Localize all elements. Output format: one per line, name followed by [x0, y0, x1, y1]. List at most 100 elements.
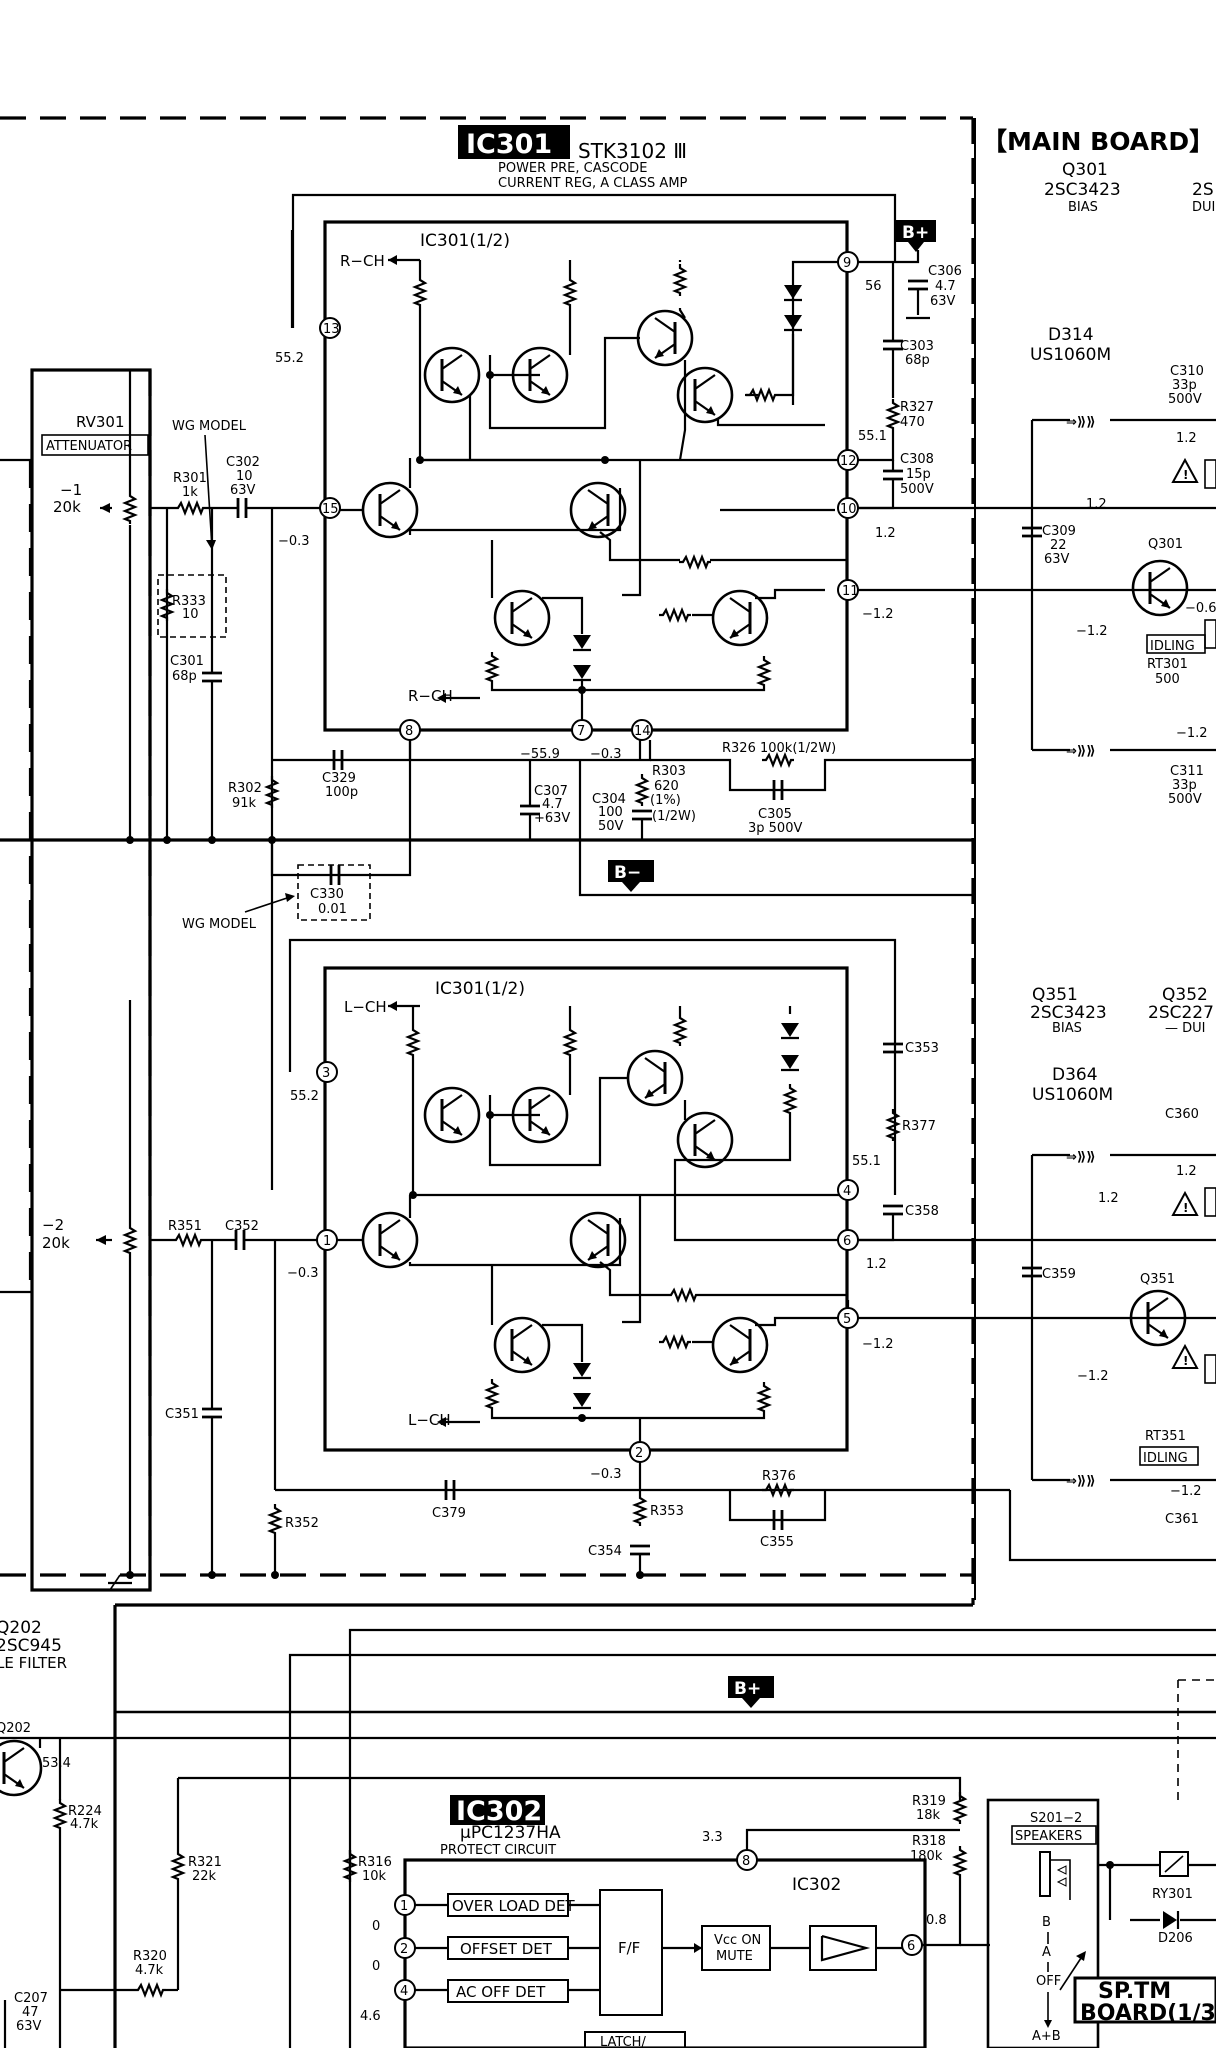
- r-ch-label-top: R−CH: [340, 252, 385, 270]
- svg-text:C329: C329: [322, 771, 356, 786]
- svg-text:C304: C304: [592, 792, 626, 807]
- svg-text:R353: R353: [650, 1504, 684, 1519]
- svg-text:20k: 20k: [53, 498, 81, 516]
- ic301-desc1: POWER PRE, CASCODE: [498, 161, 647, 176]
- svg-text:−1.2: −1.2: [1077, 1369, 1109, 1384]
- pin-6: 6: [843, 1234, 851, 1249]
- svg-text:D206: D206: [1158, 1931, 1193, 1946]
- right-top-components: C306 4.7 63V C303 68p R327 470 C308 15p …: [858, 250, 1216, 807]
- v-pin15: −0.3: [278, 534, 310, 549]
- pin-12: 12: [840, 454, 857, 469]
- svg-text:⇒⟫⟫: ⇒⟫⟫: [1066, 1474, 1096, 1489]
- svg-text:R318: R318: [912, 1834, 946, 1849]
- svg-text:MUTE: MUTE: [716, 1949, 753, 1964]
- svg-text:C308: C308: [900, 452, 934, 467]
- svg-text:C207: C207: [14, 1991, 48, 2006]
- svg-text:R333: R333: [172, 594, 206, 609]
- pin-3: 3: [322, 1066, 330, 1081]
- svg-text:2SC945: 2SC945: [0, 1636, 62, 1656]
- svg-text:⇒⟫⟫: ⇒⟫⟫: [1066, 415, 1096, 430]
- svg-text:47: 47: [22, 2005, 39, 2020]
- pin-2: 2: [635, 1446, 643, 1461]
- svg-text:Q301: Q301: [1148, 537, 1183, 552]
- svg-text:B: B: [1042, 1915, 1051, 1930]
- svg-text:L−CH: L−CH: [344, 998, 387, 1016]
- svg-text:IDLING: IDLING: [1150, 639, 1195, 654]
- svg-text:2: 2: [400, 1942, 408, 1957]
- svg-text:0.8: 0.8: [926, 1913, 947, 1928]
- ic301-header: IC301 STK3102 Ⅲ POWER PRE, CASCODE CURRE…: [458, 125, 688, 191]
- svg-text:R320: R320: [133, 1949, 167, 1964]
- q301-label: Q301: [1062, 160, 1108, 180]
- pin-4: 4: [843, 1184, 851, 1199]
- svg-text:C303: C303: [900, 339, 934, 354]
- overload-det: OVER LOAD DET: [452, 1897, 575, 1915]
- ic301-desc2: CURRENT REG, A CLASS AMP: [498, 176, 688, 191]
- svg-text:B−: B−: [614, 863, 641, 883]
- svg-text:C353: C353: [905, 1041, 939, 1056]
- svg-text:C306: C306: [928, 264, 962, 279]
- svg-text:−1.2: −1.2: [1076, 624, 1108, 639]
- svg-text:63V: 63V: [930, 294, 956, 309]
- svg-text:2SC227: 2SC227: [1148, 1003, 1214, 1023]
- svg-text:63V: 63V: [16, 2019, 42, 2034]
- svg-text:⇒⟫⟫: ⇒⟫⟫: [1066, 1150, 1096, 1165]
- svg-text:1.2: 1.2: [1086, 497, 1107, 512]
- svg-text:R351: R351: [168, 1219, 202, 1234]
- pin-8: 8: [405, 724, 413, 739]
- svg-text:B+: B+: [734, 1679, 761, 1699]
- svg-text:−0.3: −0.3: [287, 1266, 319, 1281]
- svg-text:C379: C379: [432, 1506, 466, 1521]
- svg-text:180k: 180k: [910, 1849, 943, 1864]
- svg-text:SPEAKERS: SPEAKERS: [1015, 1829, 1082, 1844]
- svg-text:RY301: RY301: [1152, 1887, 1193, 1902]
- svg-text:R224: R224: [68, 1804, 102, 1819]
- svg-text:0: 0: [372, 1959, 380, 1974]
- d314-part: US1060M: [1030, 345, 1111, 365]
- svg-text:Q352: Q352: [1162, 985, 1208, 1005]
- svg-text:−1.2: −1.2: [862, 1337, 894, 1352]
- svg-text:10: 10: [236, 469, 253, 484]
- ic301-title: IC301: [466, 129, 552, 160]
- svg-text:IDLING: IDLING: [1143, 1451, 1188, 1466]
- svg-text:55.1: 55.1: [852, 1154, 881, 1169]
- main-board-title: 【MAIN BOARD】: [982, 127, 1214, 156]
- svg-text:1.2: 1.2: [1098, 1191, 1119, 1206]
- svg-text:C358: C358: [905, 1204, 939, 1219]
- svg-text:4.6: 4.6: [360, 2009, 381, 2024]
- svg-text:C351: C351: [165, 1407, 199, 1422]
- svg-text:4.7: 4.7: [935, 279, 956, 294]
- svg-text:22k: 22k: [192, 1869, 217, 1884]
- svg-text:63V: 63V: [230, 483, 256, 498]
- v-pin7: −55.9: [520, 747, 560, 762]
- ic301-bottom-label: IC301(1/2): [435, 979, 525, 999]
- svg-text:50V: 50V: [598, 819, 624, 834]
- feedback-network-top: R302 91k C329 100p C307 4.7 +63V R303 62…: [182, 740, 973, 932]
- svg-text:6: 6: [907, 1939, 915, 1954]
- svg-text:C330: C330: [310, 887, 344, 902]
- svg-text:1k: 1k: [182, 485, 198, 500]
- v-pin11: −1.2: [862, 607, 894, 622]
- svg-text:⇒⟫⟫: ⇒⟫⟫: [1066, 744, 1096, 759]
- svg-text:18k: 18k: [916, 1808, 941, 1823]
- svg-text:C354: C354: [588, 1544, 622, 1559]
- svg-text:500: 500: [1155, 672, 1180, 687]
- svg-text:−2: −2: [42, 1216, 64, 1234]
- svg-text:D364: D364: [1052, 1065, 1098, 1085]
- svg-text:R377: R377: [902, 1119, 936, 1134]
- svg-text:4.7k: 4.7k: [135, 1963, 164, 1978]
- svg-text:R302: R302: [228, 781, 262, 796]
- svg-text:10k: 10k: [362, 1869, 387, 1884]
- svg-text:4.7: 4.7: [542, 797, 563, 812]
- svg-text:33p: 33p: [1172, 778, 1197, 793]
- ic302-part: μPC1237HA: [460, 1823, 561, 1843]
- svg-text:R316: R316: [358, 1855, 392, 1870]
- left-bottom-components: −2 20k R351 C352 C351 R352 C379 R353 C35…: [0, 1000, 1216, 1591]
- pin-9: 9: [843, 256, 851, 271]
- svg-text:ATTENUATOR: ATTENUATOR: [46, 439, 132, 454]
- q302-part: 2S: [1192, 180, 1214, 200]
- svg-text:63V: 63V: [1044, 552, 1070, 567]
- svg-text:10: 10: [182, 607, 199, 622]
- svg-text:BOARD(1/3): BOARD(1/3): [1080, 2001, 1216, 2026]
- main-board-header: 【MAIN BOARD】 Q301 2SC3423 BIAS 2S DUI D3…: [982, 127, 1215, 365]
